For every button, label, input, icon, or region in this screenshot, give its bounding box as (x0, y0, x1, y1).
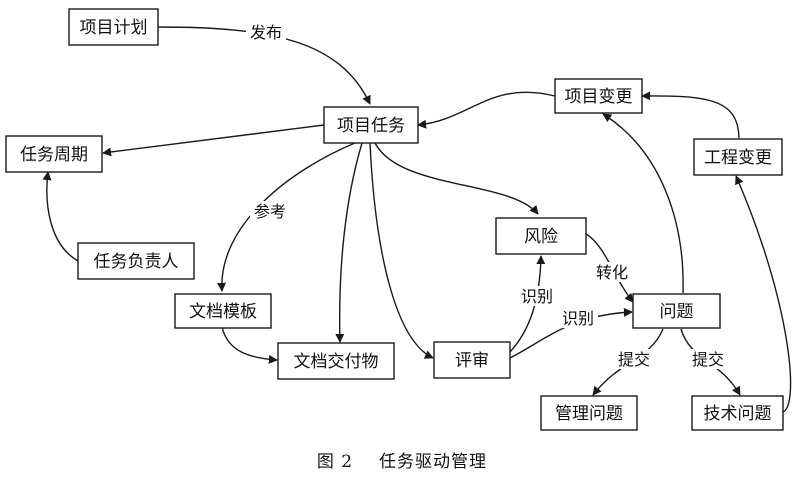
edge-label-bg (558, 308, 598, 328)
edges (42, 26, 792, 413)
node-label: 项目变更 (565, 87, 633, 107)
node-label: 项目任务 (337, 116, 405, 136)
edge-label-bg (614, 349, 654, 369)
edge-task-to-review (369, 142, 434, 359)
node-issue: 问题 (632, 293, 721, 329)
caption-title: 任务驱动管理 (379, 452, 487, 472)
node-engineering-change: 工程变更 (693, 138, 783, 176)
edge-label-identify-risk: 识别 (521, 287, 553, 306)
node-project-change: 项目变更 (554, 78, 643, 114)
edge-label-reference: 参考 (254, 202, 286, 221)
edge-review-to-issue (509, 307, 633, 359)
caption-figure-number: 图 2 (317, 452, 353, 472)
edge-issue-to-project-change (602, 113, 684, 294)
node-label: 评审 (455, 351, 489, 371)
node-label: 文档模板 (189, 302, 257, 322)
edge-review-to-risk (509, 255, 546, 353)
edge-label-bg (592, 262, 632, 282)
node-project-task: 项目任务 (323, 106, 419, 144)
node-task-owner: 任务负责人 (77, 242, 195, 280)
node-label: 问题 (660, 302, 694, 322)
edge-label-bg (520, 286, 560, 306)
node-management-issue: 管理问题 (540, 395, 638, 431)
node-risk: 风险 (495, 217, 587, 255)
node-task-cycle: 任务周期 (5, 135, 103, 173)
edge-task-to-deliverable (335, 142, 363, 343)
node-label: 文档交付物 (294, 352, 379, 372)
edge-label-submit-technical: 提交 (692, 350, 724, 369)
nodes: 项目计划 项目任务 任务周期 任务负责人 文档模板 文档交付物 评审 (5, 8, 784, 431)
node-doc-deliverable: 文档交付物 (277, 342, 395, 380)
node-label: 风险 (524, 227, 558, 247)
edge-task-to-risk (374, 142, 539, 215)
edge-label-convert: 转化 (596, 263, 628, 282)
figure-caption: 图 2 任务驱动管理 (317, 452, 487, 472)
edge-labels: 发布 参考 识别 识别 转化 提交 提交 (246, 22, 728, 369)
node-project-plan: 项目计划 (68, 8, 159, 46)
edge-label-bg (246, 22, 286, 42)
node-label: 项目计划 (80, 18, 148, 38)
edge-engineering-change-to-project-change (641, 91, 740, 139)
node-label: 任务负责人 (94, 252, 179, 272)
edge-label-bg (250, 201, 290, 221)
edge-technical-issue-to-engineering-change (735, 175, 792, 413)
edge-plan-to-task (157, 26, 371, 105)
node-review: 评审 (433, 341, 511, 379)
node-doc-template: 文档模板 (174, 293, 272, 329)
node-label: 工程变更 (704, 148, 772, 168)
edge-label-identify-issue: 识别 (562, 309, 594, 328)
edge-label-bg (688, 349, 728, 369)
node-label: 管理问题 (555, 404, 623, 424)
edge-project-change-to-task (417, 91, 556, 129)
edge-label-publish: 发布 (250, 23, 282, 42)
edge-template-to-deliverable (221, 326, 278, 364)
node-technical-issue: 技术问题 (691, 395, 784, 431)
node-label: 任务周期 (20, 145, 88, 165)
edge-owner-to-cycle (42, 171, 79, 262)
node-label: 技术问题 (704, 404, 772, 424)
edge-task-to-cycle (102, 124, 325, 157)
edge-label-submit-management: 提交 (618, 350, 650, 369)
